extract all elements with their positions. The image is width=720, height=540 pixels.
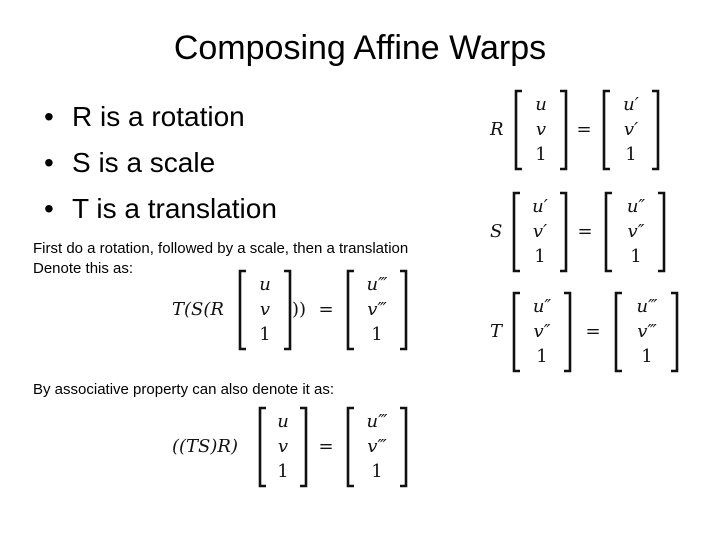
matrix-entry: v	[260, 299, 270, 320]
right-bracket	[652, 89, 660, 171]
scale-equation: S u′ v′ 1 = u″ v″ 1	[490, 191, 666, 273]
matrix-entry: 1	[535, 144, 546, 165]
bullet-text: R is a rotation	[72, 101, 245, 132]
sequence-note: First do a rotation, followed by a scale…	[33, 240, 409, 257]
left-bracket	[238, 269, 246, 351]
left-bracket	[604, 191, 612, 273]
matrix-entry: u″	[627, 196, 646, 217]
equals-sign: =	[576, 119, 591, 140]
matrix-entry: v″	[628, 221, 645, 242]
matrix-entry: 1	[641, 346, 652, 367]
equals-sign: =	[318, 436, 333, 457]
bullet-marker: •	[44, 147, 54, 178]
matrix-entry: u	[535, 94, 547, 115]
denote-note: Denote this as:	[33, 260, 134, 277]
matrix-entry: v	[536, 119, 546, 140]
right-bracket	[658, 191, 666, 273]
matrix-entry: u‴	[367, 274, 389, 295]
slide-title: Composing Affine Warps	[173, 29, 547, 67]
rotation-equation: R u v 1 = u′ v′ 1	[489, 89, 660, 171]
matrix-entry: u	[259, 274, 271, 295]
matrix-entry: u′	[623, 94, 639, 115]
matrix-entry: v‴	[367, 436, 387, 457]
bullet-item: • S is a scale	[44, 140, 277, 186]
left-bracket	[614, 291, 622, 373]
eq-suffix: ))	[292, 299, 306, 320]
nested-composition-equation: T(S(R u v 1 )) = u‴ v‴ 1	[172, 269, 408, 351]
right-bracket	[300, 406, 308, 488]
right-bracket	[560, 89, 568, 171]
matrix-entry: v″	[534, 321, 551, 342]
matrix-entry: u‴	[637, 296, 659, 317]
matrix-entry: v′	[624, 119, 638, 140]
eq-operator: T	[490, 321, 504, 342]
left-bracket	[346, 269, 354, 351]
matrix-entry: 1	[534, 246, 545, 267]
eq-operator: R	[489, 119, 504, 140]
matrix-entry: v	[278, 436, 288, 457]
matrix-entry: 1	[630, 246, 641, 267]
bullet-text: T is a translation	[72, 193, 277, 224]
matrix-entry: v‴	[637, 321, 657, 342]
eq-prefix: ((TS)R)	[172, 436, 238, 457]
matrix-entry: 1	[371, 324, 382, 345]
left-bracket	[512, 291, 520, 373]
matrix-entry: 1	[371, 461, 382, 482]
matrix-entry: 1	[625, 144, 636, 165]
equals-sign: =	[577, 221, 592, 242]
eq-operator: S	[490, 221, 502, 242]
bullet-text: S is a scale	[72, 147, 216, 178]
right-bracket	[671, 291, 679, 373]
associative-composition-equation: ((TS)R) u v 1 = u‴ v‴ 1	[172, 406, 408, 488]
bullet-item: • T is a translation	[44, 186, 277, 232]
equals-sign: =	[318, 299, 333, 320]
left-bracket	[602, 89, 610, 171]
bullet-marker: •	[44, 193, 54, 224]
right-bracket	[400, 269, 408, 351]
matrix-entry: u‴	[367, 411, 389, 432]
matrix-entry: 1	[259, 324, 270, 345]
right-bracket	[284, 269, 292, 351]
translation-equation: T u″ v″ 1 = u‴ v‴ 1	[490, 291, 679, 373]
left-bracket	[512, 191, 520, 273]
left-bracket	[346, 406, 354, 488]
eq-prefix: T(S(R	[172, 299, 224, 320]
matrix-entry: v‴	[367, 299, 387, 320]
left-bracket	[514, 89, 522, 171]
bullet-list: • R is a rotation • S is a scale • T is a t…	[44, 94, 277, 232]
left-bracket	[258, 406, 266, 488]
equals-sign: =	[585, 321, 600, 342]
bullet-marker: •	[44, 101, 54, 132]
associative-note: By associative property can also denote …	[33, 381, 334, 398]
matrix-entry: v′	[533, 221, 547, 242]
matrix-entry: u′	[532, 196, 548, 217]
matrix-entry: u″	[533, 296, 552, 317]
bullet-item: • R is a rotation	[44, 94, 277, 140]
matrix-entry: 1	[277, 461, 288, 482]
right-bracket	[560, 191, 568, 273]
right-bracket	[400, 406, 408, 488]
matrix-entry: 1	[536, 346, 547, 367]
matrix-entry: u	[277, 411, 289, 432]
right-bracket	[564, 291, 572, 373]
